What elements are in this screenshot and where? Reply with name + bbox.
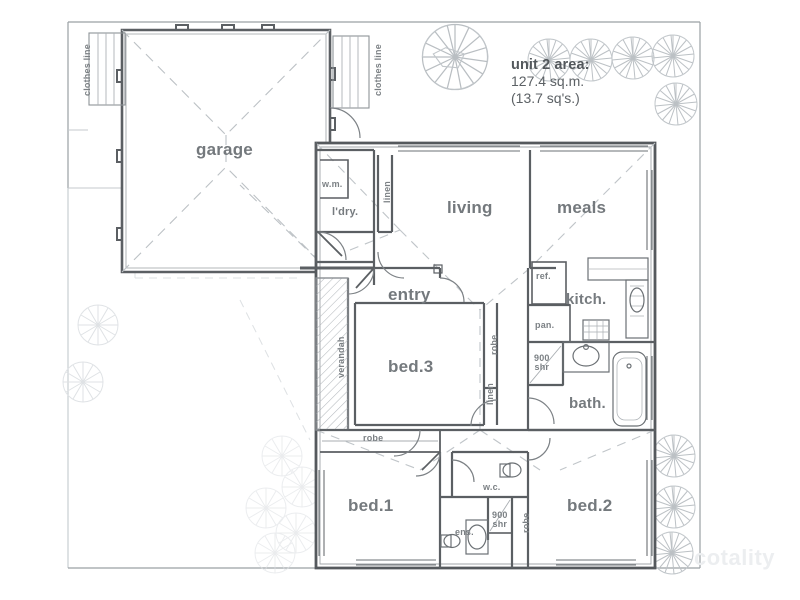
clothes-line-left	[88, 32, 126, 106]
label-shr-ens-line1: 900	[492, 510, 508, 520]
label-shr-bath-line1: 900	[534, 353, 550, 363]
room-label-bed1: bed.1	[348, 496, 394, 515]
landscape-trees	[62, 23, 698, 575]
label-robe-bed1: robe	[363, 433, 384, 443]
room-label-bath: bath.	[569, 395, 606, 412]
room-label-bed2: bed.2	[567, 496, 613, 515]
room-label-wm: w.m.	[322, 179, 343, 189]
room-label-ldry: l'dry.	[332, 206, 359, 218]
room-label-bed3: bed.3	[388, 357, 434, 376]
label-robe-bed2: robe	[521, 512, 531, 533]
label-linen-upper: linen	[382, 180, 392, 203]
windows	[318, 145, 653, 566]
room-label-ens: ens.	[455, 527, 474, 537]
clothes-line-right	[332, 35, 370, 109]
room-label-entry: entry	[388, 285, 431, 304]
unit-area-metric: 127.4 sq.m.	[511, 73, 585, 89]
label-robe-bed1-line1: robe	[363, 433, 384, 443]
room-label-ref: ref.	[536, 271, 551, 281]
fixtures	[440, 257, 649, 555]
label-shr-bath-line2: shr	[534, 362, 550, 373]
label-robe-bed3: robe	[489, 334, 499, 355]
room-label-wc: w.c.	[483, 482, 501, 492]
label-shr-ens-line2: shr	[492, 519, 508, 530]
unit-area-annotation: unit 2 area: 127.4 sq.m. (13.7 sq's.)	[511, 57, 590, 106]
robe-bed1-cupboard	[320, 429, 441, 453]
room-label-kitch: kitch.	[566, 291, 607, 308]
room-label-pan: pan.	[535, 320, 555, 330]
unit-area-title: unit 2 area:	[511, 57, 590, 73]
label-clothes-line-right: clothes line	[373, 44, 383, 96]
label-verandah: verandah	[336, 336, 346, 378]
room-label-meals: meals	[557, 198, 607, 217]
room-label-garage: garage	[196, 140, 253, 159]
room-label-living: living	[447, 198, 493, 217]
label-clothes-line-left: clothes line	[82, 44, 92, 96]
doors	[317, 107, 555, 483]
unit-area-squares: (13.7 sq's.)	[511, 89, 580, 106]
watermark: cotality	[694, 545, 776, 570]
label-linen-lower: linen	[485, 382, 495, 405]
plan-markers	[433, 264, 443, 274]
